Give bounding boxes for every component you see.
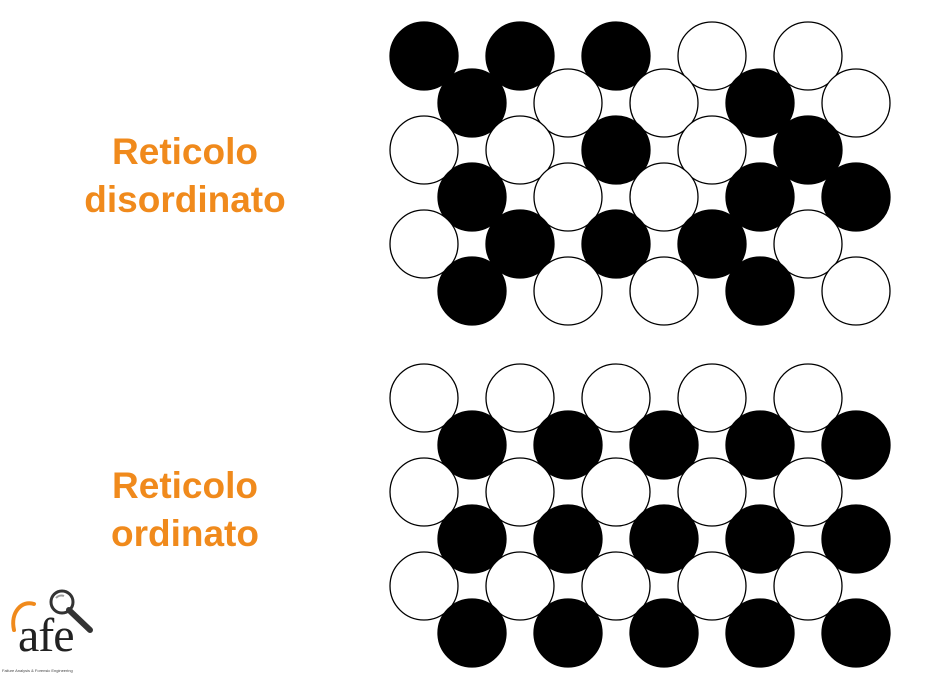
label-ordered-line1: Reticolo <box>112 465 258 506</box>
disordered-lattice-atom <box>629 68 699 138</box>
ordered-lattice-atom <box>389 363 459 433</box>
disordered-lattice-atom <box>773 209 843 279</box>
logo-text: afe <box>18 609 75 662</box>
disordered-lattice-atom <box>629 162 699 232</box>
disordered-lattice-atom <box>677 115 747 185</box>
ordered-lattice-atom <box>389 457 459 527</box>
label-disordered-line2: disordinato <box>84 179 286 220</box>
ordered-lattice <box>389 363 891 668</box>
ordered-lattice-atom <box>485 551 555 621</box>
disordered-lattice-atom <box>389 115 459 185</box>
ordered-lattice-atom <box>485 363 555 433</box>
disordered-lattice-atom <box>821 162 891 232</box>
ordered-lattice-atom <box>677 457 747 527</box>
disordered-lattice-atom <box>725 256 795 326</box>
ordered-lattice-atom <box>581 457 651 527</box>
ordered-lattice-atom <box>437 504 507 574</box>
ordered-lattice-atom <box>485 457 555 527</box>
disordered-lattice-atom <box>389 209 459 279</box>
ordered-lattice-atom <box>725 598 795 668</box>
logo: afe Failure Analysis & Forensic Engineer… <box>0 582 120 677</box>
label-disordered-line1: Reticolo <box>112 131 258 172</box>
label-ordered-line2: ordinato <box>111 513 259 554</box>
disordered-lattice-atom <box>581 115 651 185</box>
ordered-lattice-atom <box>821 410 891 480</box>
disordered-lattice-atom <box>581 209 651 279</box>
disordered-lattice-atom <box>773 115 843 185</box>
disordered-lattice-atom <box>629 256 699 326</box>
disordered-lattice <box>389 21 891 326</box>
ordered-lattice-atom <box>677 363 747 433</box>
disordered-lattice-atom <box>677 209 747 279</box>
ordered-lattice-atom <box>821 598 891 668</box>
ordered-lattice-atom <box>821 504 891 574</box>
ordered-lattice-atom <box>773 457 843 527</box>
disordered-lattice-atom <box>389 21 459 91</box>
disordered-lattice-atom <box>533 68 603 138</box>
ordered-lattice-atom <box>725 504 795 574</box>
ordered-lattice-atom <box>533 410 603 480</box>
disordered-lattice-atom <box>821 68 891 138</box>
disordered-lattice-atom <box>437 68 507 138</box>
disordered-lattice-atom <box>485 115 555 185</box>
disordered-lattice-atom <box>725 162 795 232</box>
ordered-lattice-atom <box>677 551 747 621</box>
ordered-lattice-atom <box>533 598 603 668</box>
ordered-lattice-atom <box>629 410 699 480</box>
disordered-lattice-atom <box>437 162 507 232</box>
ordered-lattice-atom <box>629 598 699 668</box>
disordered-lattice-atom <box>581 21 651 91</box>
disordered-lattice-atom <box>437 256 507 326</box>
disordered-lattice-atom <box>485 209 555 279</box>
ordered-lattice-atom <box>725 410 795 480</box>
disordered-lattice-atom <box>677 21 747 91</box>
disordered-lattice-atom <box>485 21 555 91</box>
ordered-lattice-atom <box>533 504 603 574</box>
label-disordered-lattice: Reticolo disordinato <box>40 128 330 224</box>
ordered-lattice-atom <box>437 410 507 480</box>
disordered-lattice-atom <box>533 256 603 326</box>
label-ordered-lattice: Reticolo ordinato <box>40 462 330 558</box>
ordered-lattice-atom <box>629 504 699 574</box>
ordered-lattice-atom <box>581 551 651 621</box>
disordered-lattice-atom <box>821 256 891 326</box>
ordered-lattice-atom <box>581 363 651 433</box>
magnifier-icon <box>11 589 93 633</box>
ordered-lattice-atom <box>773 551 843 621</box>
disordered-lattice-atom <box>533 162 603 232</box>
logo-tagline: Failure Analysis & Forensic Engineering <box>2 668 73 673</box>
disordered-lattice-atom <box>773 21 843 91</box>
disordered-lattice-atom <box>725 68 795 138</box>
ordered-lattice-atom <box>773 363 843 433</box>
ordered-lattice-atom <box>389 551 459 621</box>
ordered-lattice-atom <box>437 598 507 668</box>
